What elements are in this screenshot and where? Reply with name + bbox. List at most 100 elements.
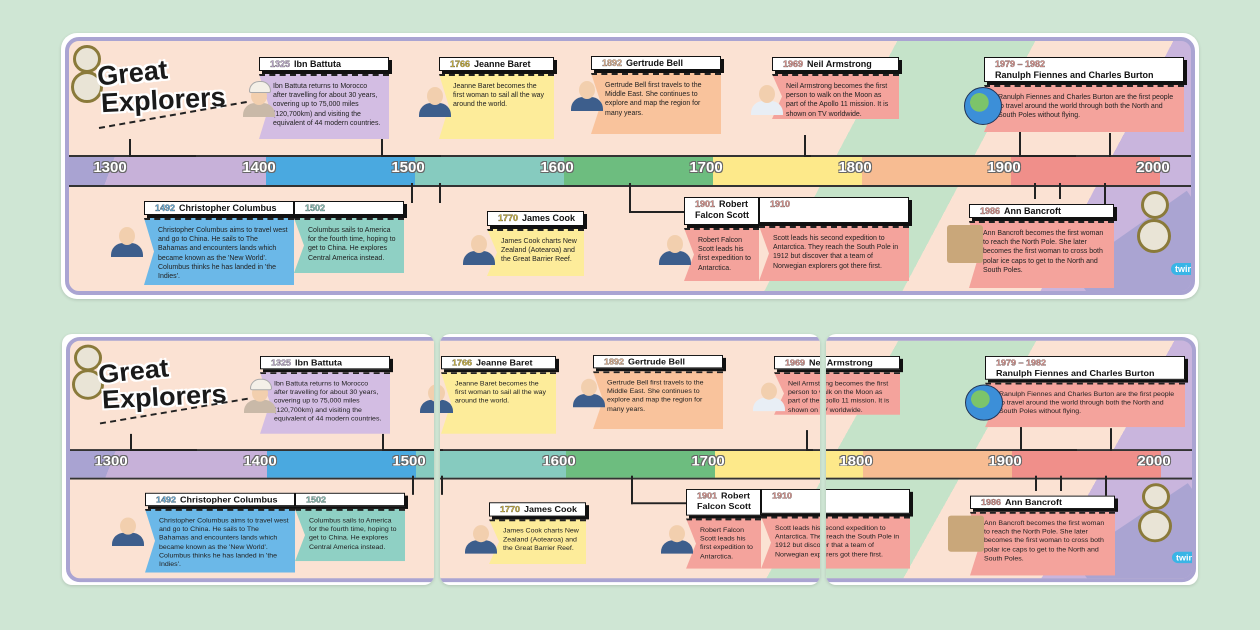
timeline-segment <box>266 157 415 185</box>
event-card: Neil Armstrong becomes the first person … <box>826 356 900 415</box>
year-label: 1300 <box>93 159 127 176</box>
event-name: Robert Falcon Scott <box>697 490 752 511</box>
timeline-segment <box>863 451 1012 478</box>
timeline-banner: Great Explorers 130014001500160017001800… <box>826 337 1196 583</box>
event-card: Christopher Columbus aims to travel west… <box>145 492 295 573</box>
page-title: Great Explorers <box>96 354 227 415</box>
event-year: 1492 <box>155 203 176 213</box>
event-card: Jeanne Baret becomes the first woman to … <box>439 57 554 139</box>
compass-icon <box>1138 509 1172 543</box>
event-card: Neil Armstrong becomes the first person … <box>774 356 820 415</box>
year-label: 1700 <box>691 452 725 470</box>
event-description: Neil Armstrong becomes the first person … <box>774 372 820 415</box>
event-description: Columbus sails to America for the fourth… <box>295 508 405 562</box>
event-name: James Cook <box>524 504 578 514</box>
event-year: 1892 <box>602 58 623 68</box>
compass-icon <box>71 71 103 103</box>
page-title: Great Explorers <box>95 54 227 119</box>
event-year: 1770 <box>500 504 521 514</box>
event-year: 1766 <box>452 357 473 368</box>
connector-line <box>804 135 811 157</box>
connector-line <box>1104 183 1106 206</box>
event-year: 1770 <box>498 213 519 223</box>
event-description: Robert Falcon Scott leads his first expe… <box>684 228 759 281</box>
event-card: Robert Falcon Scott leads his first expe… <box>684 197 759 281</box>
connector-line <box>130 433 197 451</box>
event-description: Scott leads his second expedition to Ant… <box>761 516 820 569</box>
event-year: 1325 <box>270 59 291 69</box>
event-card: Columbus sails to America for the fourth… <box>294 201 404 273</box>
portrait-icon <box>417 79 453 117</box>
timeline-segment <box>440 451 566 478</box>
panel-2: Great Explorers 130014001500160017001800… <box>440 334 820 585</box>
timeline-segment <box>69 157 266 185</box>
event-description: James Cook charts New Zealand (Aotearoa)… <box>489 519 586 565</box>
timeline-banner: Great Explorers 130014001500160017001800… <box>66 337 434 583</box>
timeline-bar <box>826 449 1192 480</box>
connector-line <box>382 433 434 451</box>
event-header: 1910 <box>826 489 910 514</box>
connector-line <box>441 475 443 495</box>
connector-line <box>1109 133 1111 157</box>
year-label: 1600 <box>542 452 576 470</box>
connector-line <box>439 183 441 203</box>
event-year: 1979 – 1982 <box>996 357 1047 368</box>
event-card: Ibn Battuta returns to Morocco after tra… <box>259 57 389 139</box>
event-description: Christopher Columbus aims to travel west… <box>145 508 295 573</box>
event-card: Ranulph Fiennes and Charles Burton are t… <box>984 57 1184 132</box>
compass-icon <box>1137 219 1171 253</box>
year-label: 1800 <box>838 159 872 176</box>
connector-line <box>1110 428 1112 451</box>
event-year: 1325 <box>271 357 292 368</box>
event-year: 1969 <box>783 59 804 69</box>
event-card: Jeanne Baret becomes the first woman to … <box>441 356 556 434</box>
event-description: Jeanne Baret becomes the first woman to … <box>439 74 554 139</box>
event-description: Gertrude Bell first travels to the Middl… <box>593 371 723 430</box>
astronaut-portrait-icon <box>749 77 785 115</box>
event-year: 1502 <box>305 203 326 213</box>
event-name: Neil Armstrong <box>809 357 820 368</box>
event-description: Ann Bancroft becomes the first woman to … <box>970 511 1115 576</box>
event-name: Jeanne Baret <box>476 357 533 368</box>
event-description: Neil Armstrong becomes the first person … <box>826 372 900 415</box>
event-description: Scott leads his second expedition to Ant… <box>826 516 910 569</box>
event-year: 1502 <box>306 494 327 505</box>
compass-icon <box>72 369 104 400</box>
map-icon <box>948 515 984 552</box>
title-line-2: Explorers <box>101 379 228 415</box>
portrait-icon <box>440 377 455 413</box>
event-year: 1986 <box>980 206 1001 216</box>
event-description: Jeanne Baret becomes the first woman to … <box>441 372 556 434</box>
event-card: Ranulph Fiennes and Charles Burton are t… <box>985 356 1185 428</box>
connector-line <box>1035 475 1037 491</box>
timeline-segment <box>715 451 820 478</box>
panel-1: Great Explorers 130014001500160017001800… <box>62 334 434 585</box>
timeline-segment <box>826 451 863 478</box>
year-label: 1500 <box>391 159 425 176</box>
timeline-segment <box>713 157 862 185</box>
event-card: Columbus sails to America for the fourth… <box>295 492 405 562</box>
turban-portrait-icon <box>241 79 277 117</box>
year-label: 1700 <box>689 159 723 176</box>
event-name: Christopher Columbus <box>179 203 277 213</box>
timeline-segment <box>416 451 434 478</box>
event-name: Gertrude Bell <box>628 356 686 367</box>
year-label: 1600 <box>540 159 574 176</box>
event-card: Ibn Battuta returns to Morocco after tra… <box>260 356 390 434</box>
portrait-icon <box>569 73 605 111</box>
timeline-segment <box>1011 157 1160 185</box>
event-description: Columbus sails to America for the fourth… <box>294 218 404 273</box>
event-year: 1766 <box>450 59 471 69</box>
event-description: Neil Armstrong becomes the first person … <box>772 74 899 119</box>
title-line-2: Explorers <box>100 81 227 119</box>
